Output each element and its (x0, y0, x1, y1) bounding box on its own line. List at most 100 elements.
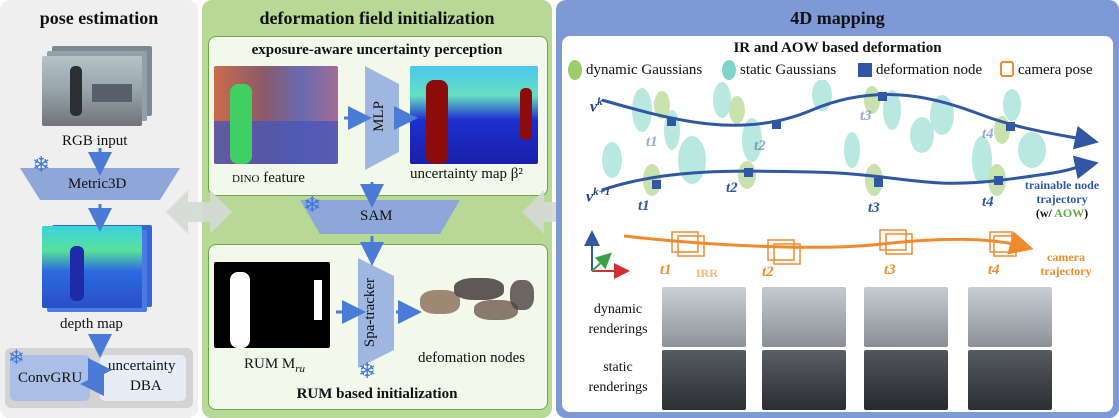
mapping-inner (562, 36, 1113, 412)
t-label-camera: t1 (660, 262, 672, 278)
static-rendering (968, 350, 1052, 410)
dynamic-renderings-label: dynamic renderings (580, 300, 656, 340)
gaussian-dynamic (729, 96, 745, 124)
node (874, 178, 883, 187)
gaussian-static (1003, 89, 1021, 121)
trainable-aow: AOW (1054, 206, 1085, 220)
t-label-camera: t3 (884, 262, 896, 278)
irr-label: IRR (696, 266, 719, 280)
depth-map-image (42, 226, 142, 308)
node (652, 180, 661, 189)
camera-pose (767, 239, 795, 261)
node (744, 168, 753, 177)
vk-label: vk (590, 96, 603, 116)
rum-mask-image (214, 262, 330, 348)
gaussian-dynamic (654, 91, 670, 119)
gaussian-static (972, 136, 992, 184)
t-label-camera: t2 (762, 264, 774, 280)
dino-rest: feature (259, 170, 305, 186)
dino-feature-label: DINO feature (232, 170, 305, 187)
dino-feature-image (214, 66, 338, 164)
trainable-post: ) (1084, 206, 1089, 220)
dynamic-rendering (864, 287, 948, 347)
vk-sup: k (597, 96, 603, 108)
node (772, 120, 781, 129)
pose-arrows (80, 148, 112, 396)
node (667, 117, 676, 126)
node (1006, 122, 1015, 131)
t-label-camera: t4 (988, 262, 1000, 278)
t-label-upper: t4 (982, 126, 994, 142)
camera-pose (677, 235, 705, 257)
deformation-scene (601, 80, 1099, 196)
camera-pose (879, 229, 907, 251)
camera-trajectory (623, 231, 1034, 255)
dynamic-renderings-line1: dynamic (593, 302, 643, 317)
static-renderings-line2: renderings (588, 380, 648, 395)
dba-block (100, 355, 186, 401)
trainable-line2: trajectory (1036, 192, 1088, 206)
t-label-upper: t1 (646, 134, 658, 150)
connector-arrow-left (166, 190, 232, 234)
camera-traj-line1: camera (1047, 250, 1085, 264)
legend-dynamic-label: dynamic Gaussians (586, 62, 703, 78)
gaussian-static (713, 82, 731, 118)
camera-pose (671, 231, 699, 253)
rum-title: RUM based initialization (296, 386, 458, 402)
camera-pose (993, 235, 1017, 257)
rgb-input-label: RGB input (62, 133, 128, 149)
legend-camera-icon (1000, 61, 1014, 77)
t-label-lower: t3 (868, 200, 880, 216)
dba-label-line1: uncertainty (108, 358, 176, 374)
deformation-nodes-image (414, 270, 538, 336)
snowflake-icon: ❄ (8, 347, 25, 369)
dynamic-renderings-line2: renderings (588, 322, 648, 337)
mapping-title: 4D mapping (790, 8, 885, 28)
camera-traj-line2: trajectory (1040, 264, 1092, 278)
vk1-main: v (586, 188, 594, 206)
pose-estimation-title: pose estimation (39, 8, 159, 28)
vk1-sup: k+1 (593, 186, 611, 198)
spa-tracker-block (358, 258, 394, 368)
t-label-lower: t4 (982, 194, 994, 210)
legend-dynamic-icon (568, 60, 582, 80)
dba-label-line2: DBA (130, 378, 162, 394)
trainable-line3: (w/ AOW) (1012, 206, 1112, 220)
static-renderings-label: static renderings (580, 358, 656, 398)
static-rendering (662, 350, 746, 410)
gaussian-dynamic (864, 86, 880, 114)
dynamic-rendering (968, 287, 1052, 347)
gaussian-static (844, 132, 860, 168)
vk-main: v (590, 98, 598, 116)
t-label-upper: t3 (860, 108, 872, 124)
trainable-pre: (w/ (1035, 206, 1055, 220)
rum-label-sub: ru (295, 363, 306, 375)
sam-label: SAM (360, 208, 393, 224)
dino-small: DINO (232, 173, 260, 185)
legend-camera-label: camera pose (1018, 62, 1093, 78)
snowflake-icon: ❄ (32, 152, 51, 177)
legend-static-label: static Gaussians (740, 62, 837, 78)
exposure-title: exposure-aware uncertainty perception (251, 42, 503, 58)
uncertainty-map-label: uncertainty map β² (410, 166, 523, 182)
gaussian-static (883, 90, 901, 130)
convgru-block (10, 355, 90, 401)
legend-node-icon (858, 63, 872, 77)
trainable-line1: trainable node (1024, 178, 1100, 192)
node (994, 176, 1003, 185)
rgb-input-image (42, 56, 142, 126)
gaussian-static (742, 118, 762, 162)
mlp-block (365, 66, 399, 170)
vk1-label: vk+1 (586, 186, 610, 206)
t-label-upper: t2 (754, 138, 766, 154)
node (878, 92, 887, 101)
static-rendering (864, 350, 948, 410)
metric3d-label: Metric3D (68, 176, 127, 192)
deform-arrows (336, 106, 422, 324)
axis-z (591, 252, 612, 272)
gaussian-static (910, 117, 934, 153)
sam-block (300, 200, 460, 234)
convgru-label: ConvGRU (18, 370, 83, 386)
t-label-lower: t2 (726, 180, 738, 196)
metric3d-block (20, 168, 180, 200)
